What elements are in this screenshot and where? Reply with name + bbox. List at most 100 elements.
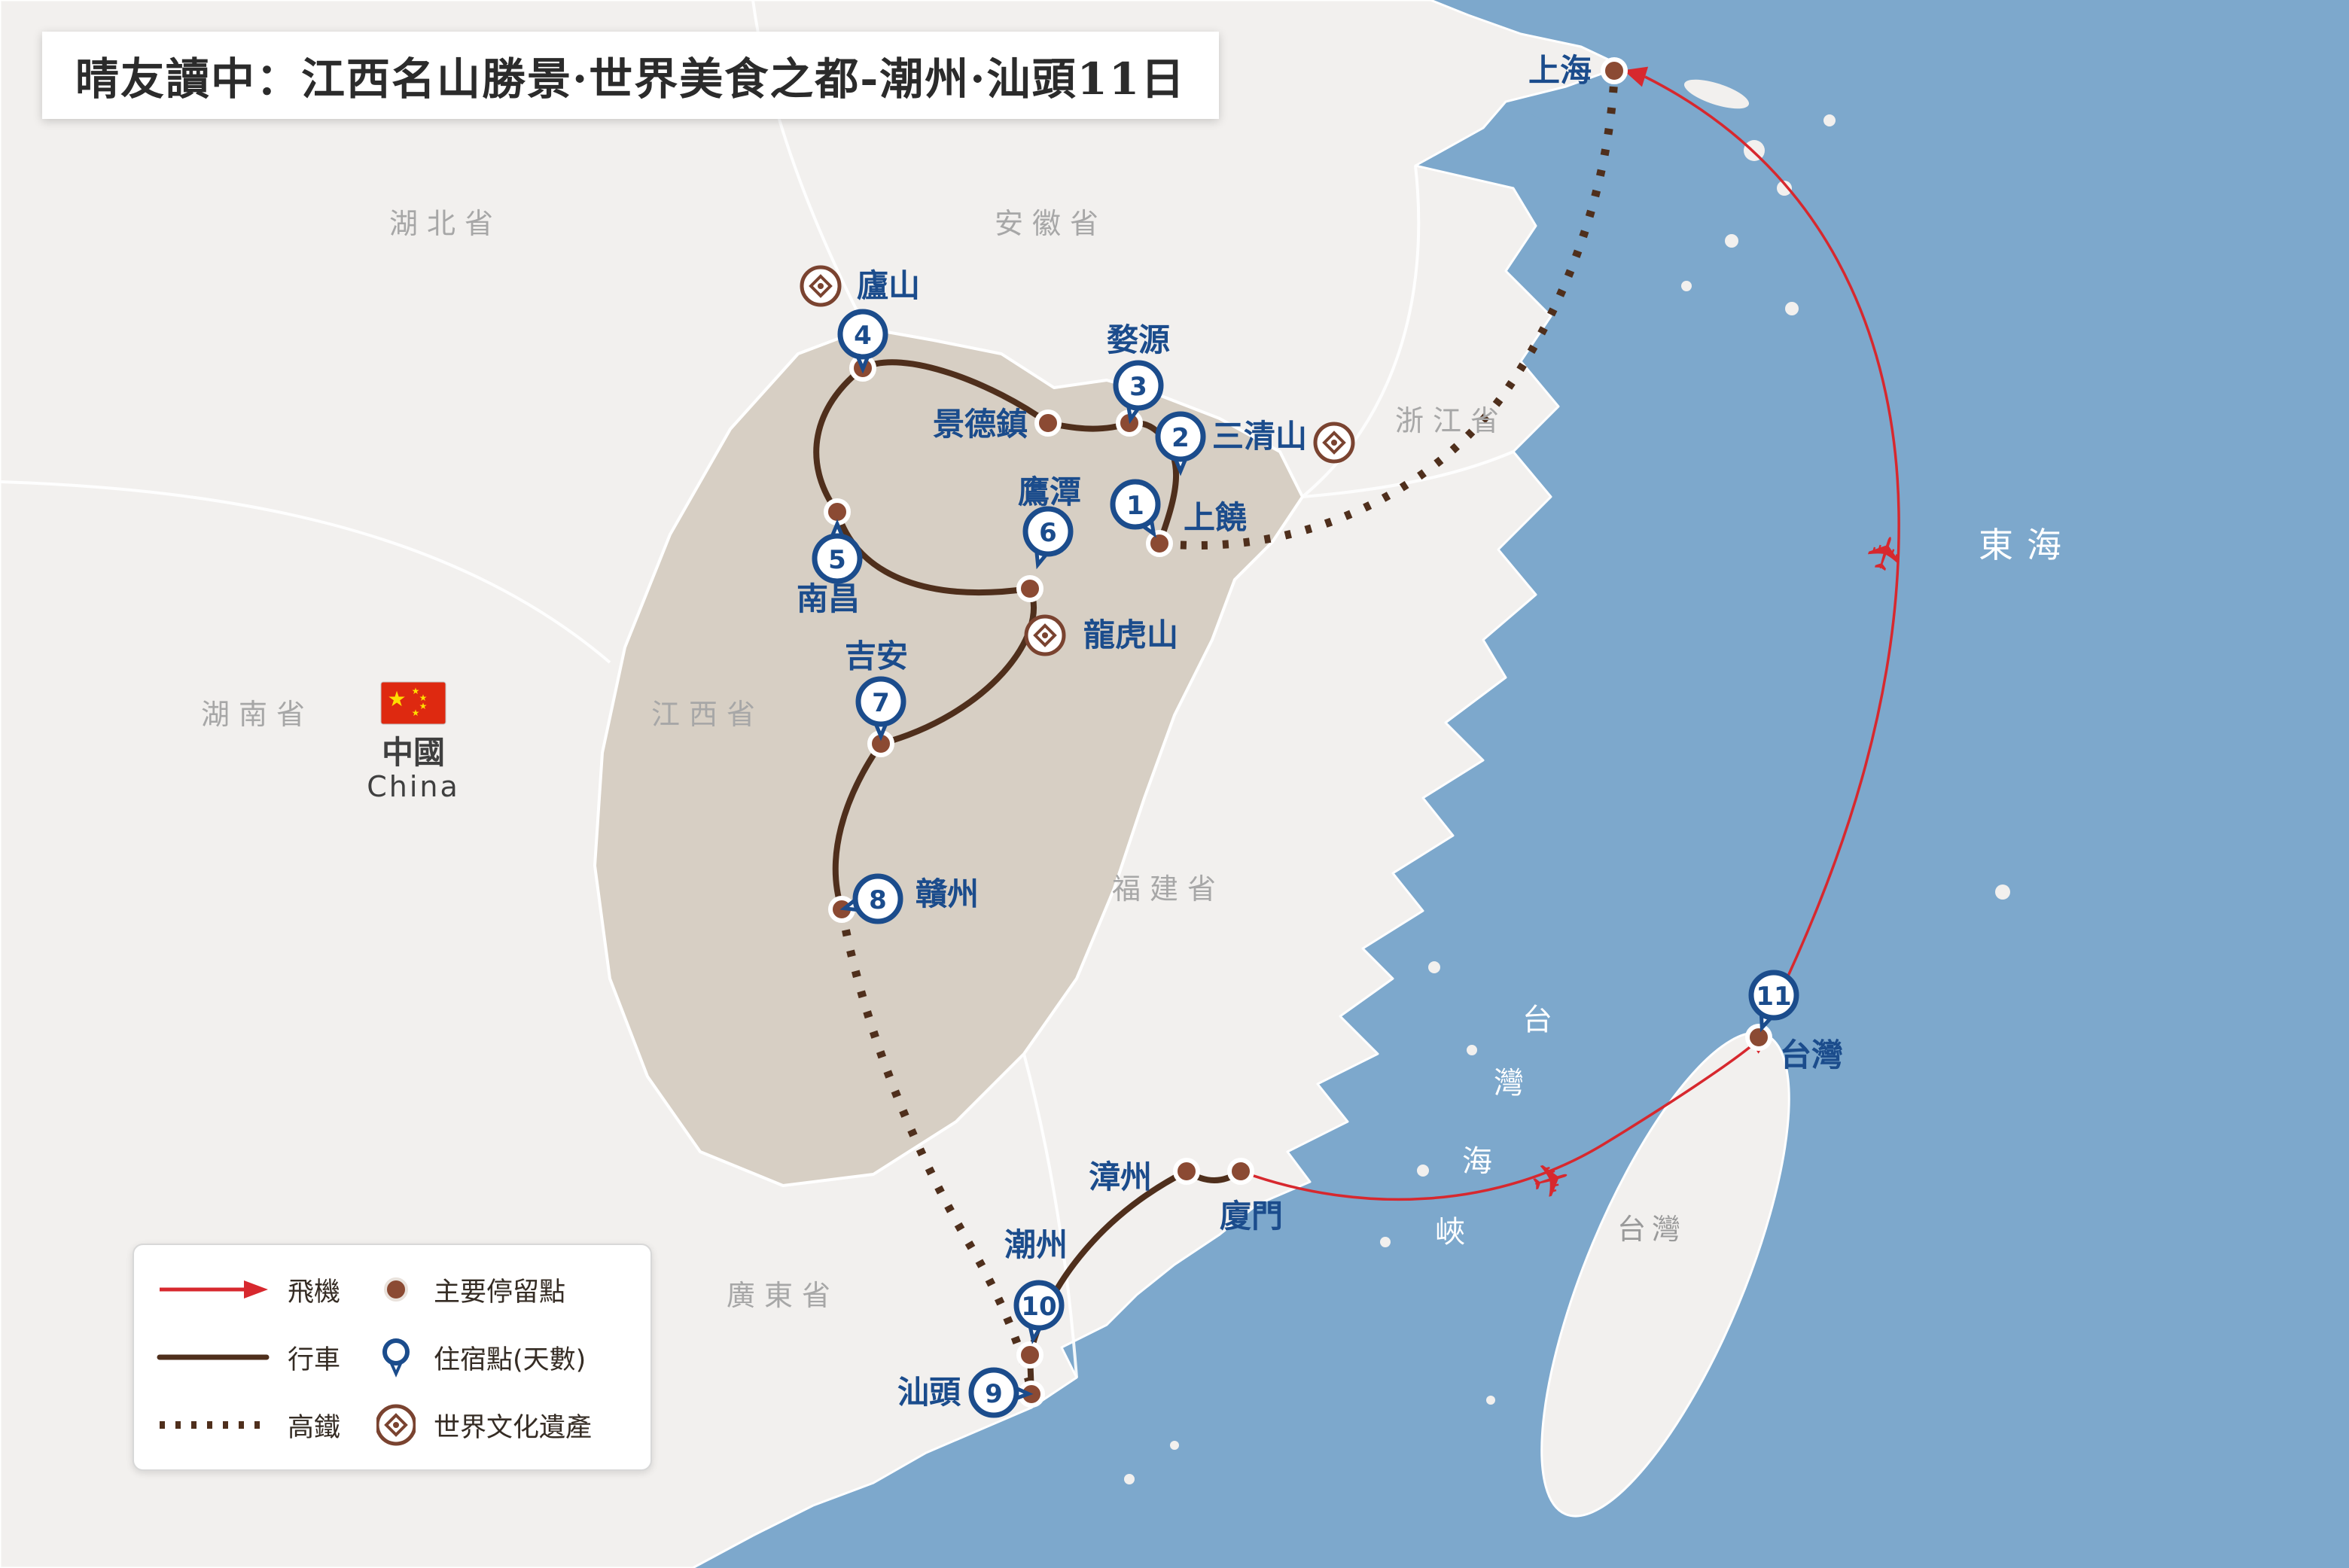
stop-dot-chaozhou — [1016, 1341, 1043, 1369]
label-xiamen: 廈門 — [1220, 1198, 1283, 1235]
legend-label-rail: 高鐵 — [288, 1412, 341, 1443]
province-label-fujian: 福建省 — [1112, 872, 1225, 906]
stop-dot-jingdezhen — [1034, 410, 1062, 437]
day-badges: 1 2 3 4 5 6 7 8 — [812, 309, 1799, 1418]
province-label-hunan: 湖南省 — [201, 698, 314, 731]
legend-label-stop: 主要停留點 — [434, 1277, 566, 1308]
svg-text:3: 3 — [1129, 372, 1147, 402]
day-badge-4: 4 — [837, 309, 888, 374]
day-badge-5: 5 — [812, 519, 863, 584]
legend-row-rail: 高鐵 — [157, 1393, 340, 1457]
label-jian: 吉安 — [845, 638, 908, 674]
label-taiwan-stop: 台灣 — [1780, 1037, 1843, 1073]
legend-label-heritage: 世界文化遺產 — [434, 1412, 593, 1443]
province-borders — [0, 0, 1514, 1378]
svg-text:7: 7 — [872, 688, 890, 718]
stay-pin-icon — [382, 1338, 410, 1378]
legend-label-stay: 住宿點(天數) — [434, 1344, 586, 1375]
svg-text:1: 1 — [1126, 491, 1144, 521]
label-ganzhou: 贛州 — [916, 875, 979, 912]
stop-dot-taiwan — [1745, 1024, 1772, 1051]
province-label-jiangxi: 江西省 — [651, 698, 764, 731]
svg-text:10: 10 — [1021, 1292, 1056, 1322]
page-title-text: 晴友讀中：江西名山勝景·世界美食之都-潮州·汕頭11日 — [75, 53, 1187, 105]
sea-labels: 東海 台 灣 海 峽 台灣 — [1435, 525, 2075, 1250]
label-jingdezhen: 景德鎮 — [933, 406, 1028, 443]
label-nanchang: 南昌 — [797, 580, 860, 617]
stop-dot-zhangzhou — [1173, 1158, 1200, 1185]
rail-ganzhou-shantou — [837, 909, 1034, 1387]
legend-row-flight: 飛機 — [157, 1257, 340, 1322]
day-badge-11: 11 — [1748, 970, 1799, 1033]
flag-star-small: ★ — [412, 708, 420, 718]
legend-row-heritage: 世界文化遺產 — [376, 1393, 592, 1457]
label-shangrao: 上饒 — [1184, 499, 1247, 536]
drive-line-icon — [157, 1354, 270, 1360]
rail-routes — [837, 78, 1619, 1387]
day-badge-7: 7 — [855, 676, 906, 741]
label-wuyuan: 婺源 — [1107, 321, 1170, 358]
sea-label-strait-2: 灣 — [1494, 1066, 1524, 1101]
stop-dot-yingtan — [1016, 575, 1043, 602]
svg-text:11: 11 — [1756, 982, 1791, 1012]
province-label-guangdong: 廣東省 — [727, 1279, 839, 1312]
flag-star-small: ★ — [419, 693, 428, 703]
heritage-icon-lushan — [802, 267, 839, 305]
legend-row-stay: 住宿點(天數) — [376, 1325, 592, 1390]
rail-line-icon — [160, 1421, 267, 1429]
svg-text:6: 6 — [1039, 518, 1057, 548]
stop-dot-icon — [384, 1277, 409, 1302]
stop-dot-xiamen — [1227, 1158, 1254, 1185]
svg-text:4: 4 — [854, 321, 872, 351]
stop-dot-shanghai — [1601, 57, 1628, 84]
city-labels: 上海 婺源 景德鎮 廬山 三清山 上饒 南昌 鷹潭 龍虎山 吉安 贛州 汕頭 潮… — [797, 52, 1843, 1411]
day-badge-8: 8 — [839, 873, 903, 924]
sea-label-east-sea: 東海 — [1979, 525, 2075, 565]
legend: 飛機 行車 高鐵 主要停留點 住宿點(天數) — [133, 1244, 652, 1471]
sea-label-strait-1: 台 — [1522, 1003, 1552, 1037]
flight-xiamen-taiwan — [1240, 1043, 1754, 1201]
flight-arrowhead-shanghai — [1623, 66, 1649, 87]
island-label-taiwan: 台灣 — [1617, 1213, 1686, 1246]
label-longhushan: 龍虎山 — [1083, 617, 1178, 653]
label-shantou: 汕頭 — [897, 1374, 961, 1411]
stop-dot-shangrao — [1146, 530, 1173, 557]
day-badge-6: 6 — [1022, 506, 1074, 570]
day-badge-9: 9 — [968, 1367, 1034, 1418]
svg-text:2: 2 — [1171, 423, 1190, 453]
svg-text:8: 8 — [869, 885, 887, 915]
label-zhangzhou: 漳州 — [1089, 1158, 1152, 1195]
sea-label-strait-4: 峽 — [1435, 1215, 1465, 1250]
flag-star-big: ★ — [387, 687, 406, 711]
province-label-hubei: 湖北省 — [389, 207, 502, 240]
province-label-zhejiang: 浙江省 — [1395, 404, 1508, 437]
label-chaozhou: 潮州 — [1004, 1226, 1068, 1263]
flight-taiwan-shanghai — [1644, 75, 1900, 1038]
yangtze-estuary — [1513, 72, 1619, 124]
page-title: 晴友讀中：江西名山勝景·世界美食之都-潮州·汕頭11日 — [42, 32, 1220, 119]
country-name: 中國 China — [367, 734, 460, 803]
heritage-icon-sanqingshan — [1315, 424, 1353, 461]
legend-column-markers: 主要停留點 住宿點(天數) 世界文化遺產 — [376, 1256, 592, 1459]
day-badge-10: 10 — [1013, 1280, 1065, 1344]
heritage-legend-icon — [376, 1404, 416, 1446]
flag-star-small: ★ — [412, 686, 420, 696]
flight-arrow-icon — [160, 1280, 268, 1299]
day-badge-2: 2 — [1155, 411, 1206, 476]
label-lushan: 廬山 — [857, 267, 920, 304]
svg-text:5: 5 — [828, 545, 846, 575]
legend-label-drive: 行車 — [288, 1344, 341, 1375]
day-badge-1: 1 — [1110, 479, 1161, 538]
sea-label-strait-3: 海 — [1462, 1144, 1492, 1179]
legend-row-stop: 主要停留點 — [376, 1257, 592, 1322]
country-name-en: China — [367, 770, 460, 803]
heritage-icon-longhushan — [1026, 617, 1064, 654]
province-labels: 湖北省 安徽省 浙江省 湖南省 江西省 福建省 廣東省 — [201, 207, 1508, 1312]
day-badge-3: 3 — [1113, 360, 1164, 425]
flight-routes: ✈ ✈ — [1240, 66, 1918, 1212]
legend-row-drive: 行車 — [157, 1325, 340, 1390]
legend-label-flight: 飛機 — [288, 1277, 341, 1308]
label-sanqingshan: 三清山 — [1212, 418, 1307, 455]
